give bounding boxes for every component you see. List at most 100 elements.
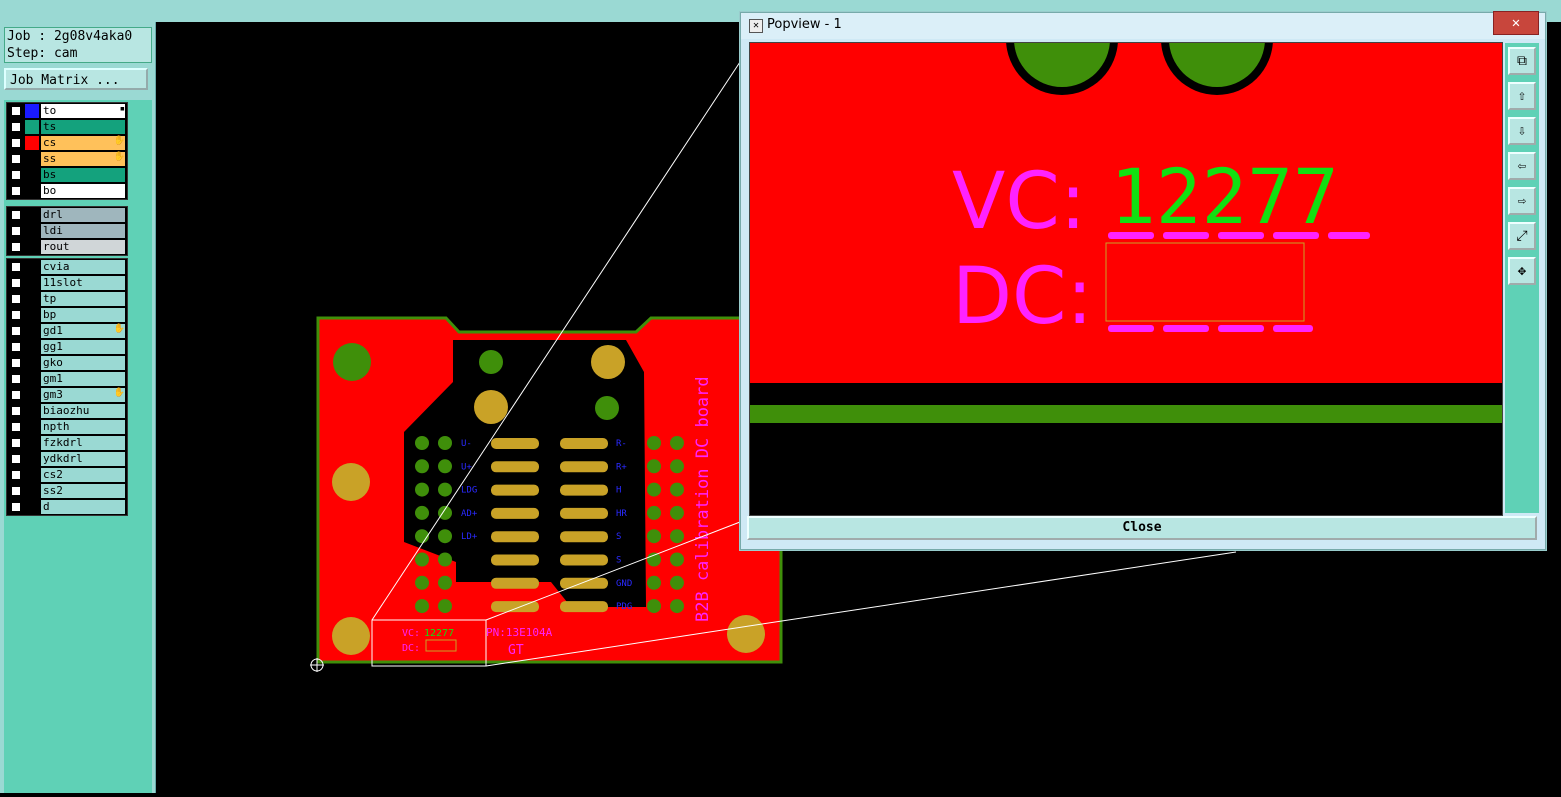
layer-row-ldi[interactable]: ldi — [7, 223, 127, 239]
layer-name[interactable]: ts — [41, 120, 125, 134]
layer-name[interactable]: cs — [41, 136, 125, 150]
layer-row-gg1[interactable]: gg1 — [7, 339, 127, 355]
vc-value: 12277 — [1110, 152, 1339, 241]
zoom-out-button[interactable]: ⤢ — [1508, 222, 1536, 250]
layer-row-11slot[interactable]: 11slot — [7, 275, 127, 291]
layer-row-tp[interactable]: tp — [7, 291, 127, 307]
job-matrix-button[interactable]: Job Matrix ... — [4, 68, 148, 90]
window-close-button[interactable]: ✕ — [1493, 11, 1539, 35]
layer-name[interactable]: tp — [41, 292, 125, 306]
layer-name[interactable]: npth — [41, 420, 125, 434]
layer-row-bo[interactable]: bo — [7, 183, 127, 199]
layer-checkbox[interactable] — [11, 374, 21, 384]
layer-row-cs[interactable]: cs✋ — [7, 135, 127, 151]
layer-name[interactable]: gko — [41, 356, 125, 370]
close-button[interactable]: Close — [747, 516, 1537, 540]
layer-checkbox[interactable] — [11, 326, 21, 336]
layer-color-swatch — [25, 404, 39, 418]
layer-checkbox[interactable] — [11, 226, 21, 236]
layer-row-cs2[interactable]: cs2 — [7, 467, 127, 483]
layer-checkbox[interactable] — [11, 358, 21, 368]
via — [670, 599, 684, 614]
layer-name[interactable]: d — [41, 500, 125, 514]
layer-checkbox[interactable] — [11, 502, 21, 512]
layer-checkbox[interactable] — [11, 310, 21, 320]
layer-row-to[interactable]: to▪ — [7, 103, 127, 119]
layer-row-cvia[interactable]: cvia — [7, 259, 127, 275]
layer-row-gm3[interactable]: gm3✋ — [7, 387, 127, 403]
layer-name[interactable]: drl — [41, 208, 125, 222]
layer-checkbox[interactable] — [11, 390, 21, 400]
layer-checkbox[interactable] — [11, 438, 21, 448]
layer-row-gko[interactable]: gko — [7, 355, 127, 371]
layer-checkbox[interactable] — [11, 138, 21, 148]
zoom-in-button[interactable]: ✥ — [1508, 257, 1536, 285]
layer-name[interactable]: biaozhu — [41, 404, 125, 418]
layer-checkbox[interactable] — [11, 122, 21, 132]
pad-label-right: HR — [616, 509, 627, 519]
layer-checkbox[interactable] — [11, 186, 21, 196]
layer-group-drill: drl ldi rout — [6, 206, 128, 256]
layer-name[interactable]: cvia — [41, 260, 125, 274]
smd-pad — [560, 531, 608, 543]
layer-color-swatch — [25, 436, 39, 450]
layer-row-bs[interactable]: bs — [7, 167, 127, 183]
layer-name[interactable]: rout — [41, 240, 125, 254]
layer-checkbox[interactable] — [11, 154, 21, 164]
layer-name[interactable]: bo — [41, 184, 125, 198]
layer-row-fzkdrl[interactable]: fzkdrl — [7, 435, 127, 451]
layer-row-rout[interactable]: rout — [7, 239, 127, 255]
pan-up-button[interactable]: ⇧ — [1508, 82, 1536, 110]
layer-color-swatch — [25, 500, 39, 514]
layer-name[interactable]: gm3 — [41, 388, 125, 402]
layer-checkbox[interactable] — [11, 278, 21, 288]
pan-left-button[interactable]: ⇦ — [1508, 152, 1536, 180]
layer-checkbox[interactable] — [11, 106, 21, 116]
layer-name[interactable]: to — [41, 104, 125, 118]
pn-text: PN:13E104A — [486, 626, 553, 639]
layer-name[interactable]: bs — [41, 168, 125, 182]
layer-edit-icon: ▪ — [119, 104, 125, 114]
layer-row-ydkdrl[interactable]: ydkdrl — [7, 451, 127, 467]
layer-name[interactable]: gm1 — [41, 372, 125, 386]
layer-checkbox[interactable] — [11, 470, 21, 480]
layer-name[interactable]: fzkdrl — [41, 436, 125, 450]
layer-checkbox[interactable] — [11, 262, 21, 272]
pad-label-right: S — [616, 532, 621, 542]
layer-name[interactable]: cs2 — [41, 468, 125, 482]
layer-checkbox[interactable] — [11, 406, 21, 416]
layer-checkbox[interactable] — [11, 454, 21, 464]
zoom-fit-button[interactable]: ⧉ — [1508, 47, 1536, 75]
layer-row-npth[interactable]: npth — [7, 419, 127, 435]
layer-name[interactable]: ydkdrl — [41, 452, 125, 466]
layer-name[interactable]: bp — [41, 308, 125, 322]
layer-row-ss[interactable]: ss✋ — [7, 151, 127, 167]
layer-name[interactable]: gd1 — [41, 324, 125, 338]
layer-checkbox[interactable] — [11, 486, 21, 496]
layer-row-drl[interactable]: drl — [7, 207, 127, 223]
layer-name[interactable]: ss2 — [41, 484, 125, 498]
layer-row-ss2[interactable]: ss2 — [7, 483, 127, 499]
smd-pad — [491, 507, 539, 519]
pan-down-button[interactable]: ⇩ — [1508, 117, 1536, 145]
layer-row-gd1[interactable]: gd1✋ — [7, 323, 127, 339]
popview-titlebar[interactable]: ✕ Popview - 1 ✕ — [741, 11, 1545, 39]
layer-name[interactable]: 11slot — [41, 276, 125, 290]
layer-row-d[interactable]: d — [7, 499, 127, 515]
layer-name[interactable]: gg1 — [41, 340, 125, 354]
layer-checkbox[interactable] — [11, 342, 21, 352]
layer-row-bp[interactable]: bp — [7, 307, 127, 323]
popview-canvas[interactable]: VC: 12277 DC: — [749, 42, 1503, 516]
layer-checkbox[interactable] — [11, 170, 21, 180]
layer-checkbox[interactable] — [11, 294, 21, 304]
layer-checkbox[interactable] — [11, 422, 21, 432]
layer-checkbox[interactable] — [11, 242, 21, 252]
layer-checkbox[interactable] — [11, 210, 21, 220]
pan-right-button[interactable]: ⇨ — [1508, 187, 1536, 215]
layer-row-ts[interactable]: ts — [7, 119, 127, 135]
layer-name[interactable]: ss — [41, 152, 125, 166]
layer-row-biaozhu[interactable]: biaozhu — [7, 403, 127, 419]
layer-row-gm1[interactable]: gm1 — [7, 371, 127, 387]
layer-name[interactable]: ldi — [41, 224, 125, 238]
